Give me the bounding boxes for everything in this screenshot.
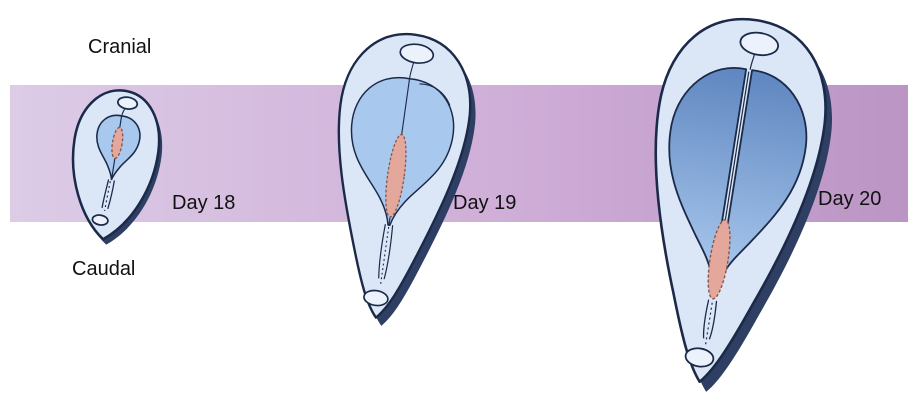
amnion-cut-caudal bbox=[684, 347, 715, 368]
neural-fold-left bbox=[668, 67, 748, 278]
primitive-streak bbox=[111, 126, 124, 159]
amnion-cut-caudal bbox=[91, 214, 109, 226]
streak-line-left bbox=[378, 224, 386, 279]
amnion-cut-cranial bbox=[117, 96, 139, 110]
cranial-label: Cranial bbox=[88, 36, 152, 58]
day19-label: Day 19 bbox=[453, 192, 517, 214]
primitive-streak bbox=[385, 133, 407, 218]
primitive-streak bbox=[707, 219, 731, 300]
neural-fold-right bbox=[718, 69, 808, 279]
streak-line-left bbox=[702, 299, 710, 339]
embryo-day18-illustration bbox=[71, 89, 163, 245]
streak-line-right bbox=[383, 225, 394, 280]
amnion-cut-cranial bbox=[739, 31, 780, 57]
midline-groove bbox=[408, 62, 415, 79]
amnion-cut-cranial bbox=[399, 43, 435, 64]
streak-dotted-line bbox=[104, 181, 111, 211]
day20-label: Day 20 bbox=[818, 188, 882, 210]
streak-dotted-line bbox=[704, 302, 713, 347]
neural-fold-crease bbox=[419, 83, 451, 106]
streak-dotted-line bbox=[379, 226, 390, 286]
streak-line-right bbox=[708, 300, 718, 340]
amnion-cut-caudal bbox=[363, 289, 389, 307]
caudal-label: Caudal bbox=[72, 258, 136, 280]
day18-label: Day 18 bbox=[172, 192, 236, 214]
streak-line-left bbox=[101, 179, 110, 209]
streak-line-right bbox=[107, 180, 115, 210]
embryo-day19-illustration bbox=[337, 32, 476, 326]
embryo-day20-illustration bbox=[654, 17, 833, 392]
midline-groove bbox=[749, 54, 756, 70]
